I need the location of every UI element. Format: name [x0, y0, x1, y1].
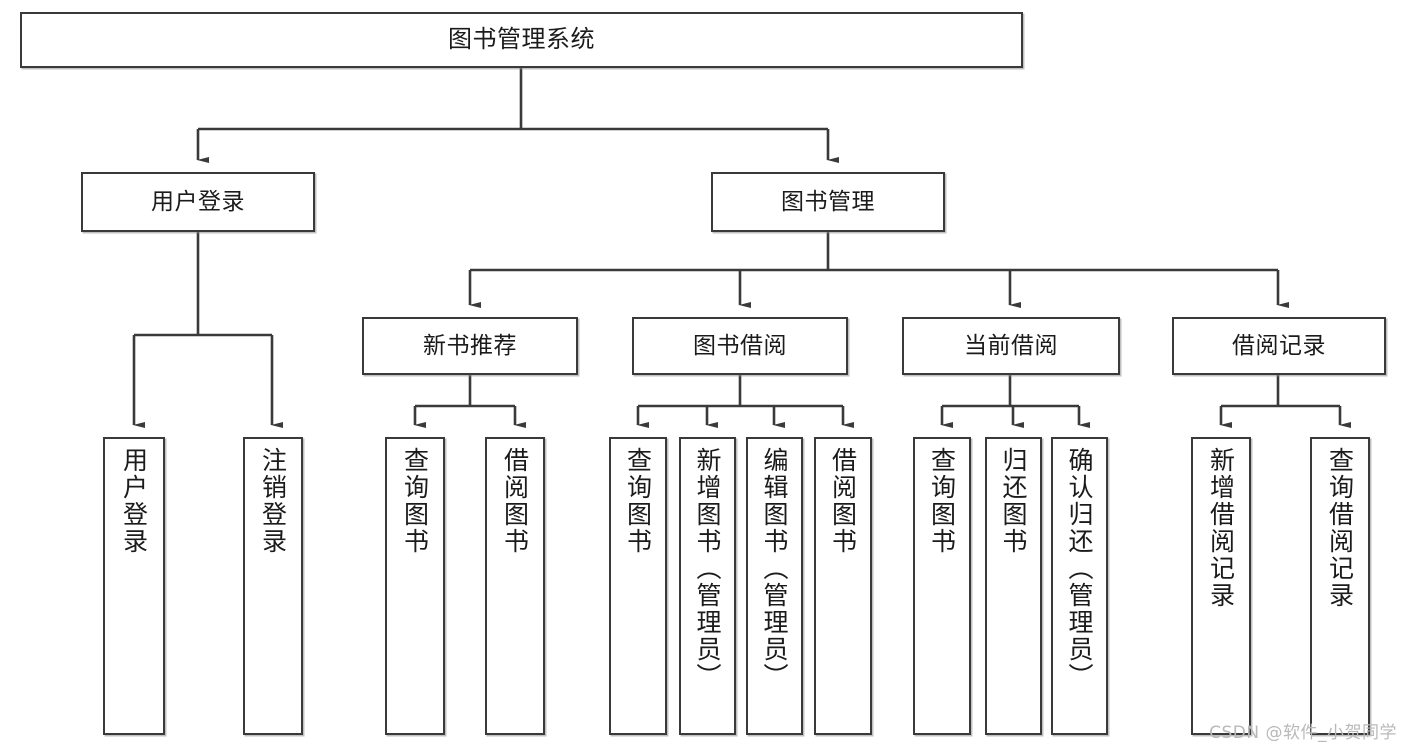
node-leaf-0-label: 用户登录: [119, 447, 149, 555]
watermark: CSDN @软件_小贺同学: [1209, 723, 1397, 743]
node-leaf-10-label: 确认归还（管理员）: [1065, 447, 1094, 690]
node-level3-3-label: 借阅记录: [1232, 332, 1326, 359]
node-leaf-2-label: 查询图书: [400, 447, 430, 555]
node-leaf-7[interactable]: 借阅图书: [814, 437, 872, 735]
node-leaf-4-label: 查询图书: [623, 447, 653, 555]
node-leaf-3-label: 借阅图书: [500, 447, 530, 555]
node-leaf-11[interactable]: 新增借阅记录: [1191, 437, 1251, 735]
node-level3-2-label: 当前借阅: [964, 332, 1058, 359]
node-level3-0[interactable]: 新书推荐: [362, 317, 578, 375]
node-leaf-10[interactable]: 确认归还（管理员）: [1051, 437, 1108, 735]
node-leaf-5[interactable]: 新增图书（管理员）: [679, 437, 736, 735]
node-leaf-1[interactable]: 注销登录: [243, 437, 303, 735]
node-level3-3[interactable]: 借阅记录: [1172, 317, 1386, 375]
node-root-label: 图书管理系统: [448, 25, 595, 54]
node-leaf-6[interactable]: 编辑图书（管理员）: [746, 437, 803, 735]
node-level2-1[interactable]: 图书管理: [711, 172, 945, 232]
node-leaf-9[interactable]: 归还图书: [985, 437, 1042, 735]
node-leaf-7-label: 借阅图书: [828, 447, 858, 555]
node-level3-1-label: 图书借阅: [693, 332, 787, 359]
node-level3-1[interactable]: 图书借阅: [632, 317, 848, 375]
node-leaf-1-label: 注销登录: [258, 447, 288, 555]
node-leaf-9-label: 归还图书: [999, 447, 1028, 555]
node-leaf-5-label: 新增图书（管理员）: [693, 447, 722, 690]
node-level2-0-label: 用户登录: [151, 188, 245, 215]
node-level3-0-label: 新书推荐: [423, 332, 517, 359]
node-level2-0[interactable]: 用户登录: [81, 172, 315, 232]
node-leaf-12[interactable]: 查询借阅记录: [1310, 437, 1370, 735]
node-root[interactable]: 图书管理系统: [20, 12, 1023, 68]
node-leaf-11-label: 新增借阅记录: [1206, 447, 1236, 609]
node-leaf-12-label: 查询借阅记录: [1325, 447, 1355, 609]
node-leaf-6-label: 编辑图书（管理员）: [760, 447, 789, 690]
node-leaf-3[interactable]: 借阅图书: [485, 437, 545, 735]
node-leaf-4[interactable]: 查询图书: [609, 437, 667, 735]
node-level2-1-label: 图书管理: [781, 188, 875, 215]
node-level3-2[interactable]: 当前借阅: [902, 317, 1120, 375]
node-leaf-0[interactable]: 用户登录: [103, 437, 165, 735]
node-leaf-2[interactable]: 查询图书: [385, 437, 445, 735]
node-leaf-8[interactable]: 查询图书: [913, 437, 971, 735]
node-leaf-8-label: 查询图书: [927, 447, 957, 555]
